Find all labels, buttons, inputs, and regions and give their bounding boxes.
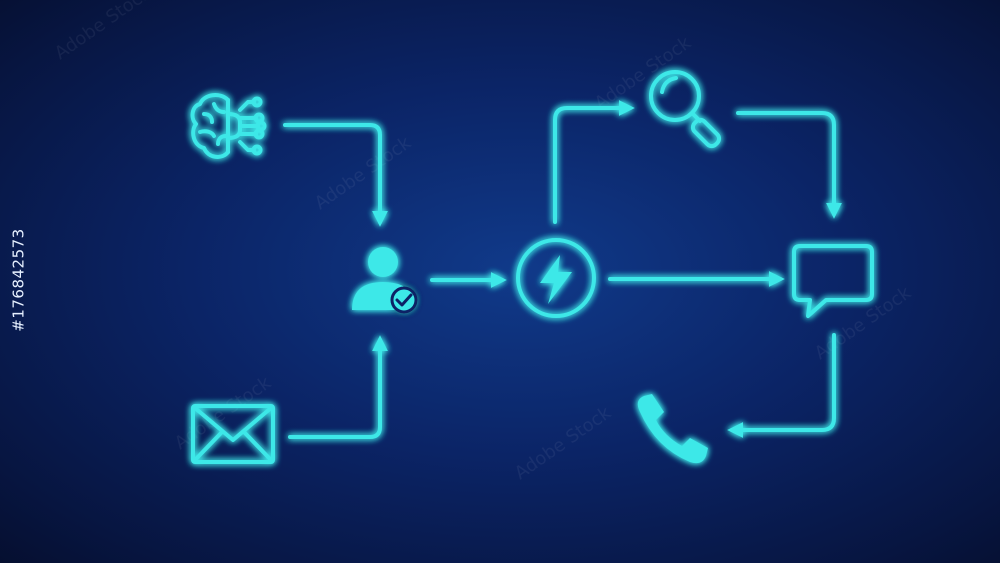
connector-brain-to-user (283, 123, 388, 227)
watermark-text: Adobe Stock (511, 402, 616, 484)
brain-circuit-icon (190, 93, 267, 159)
watermark-text: Adobe Stock (811, 282, 916, 364)
watermark-text: Adobe Stock (311, 132, 416, 214)
user-check-icon (352, 247, 418, 314)
magnifier-icon (649, 70, 722, 149)
connector-mail-to-user (288, 335, 388, 439)
stock-id-text: #176842573 (10, 228, 28, 332)
lightning-bolt-icon (516, 238, 596, 318)
phone-handset-icon (637, 394, 708, 464)
stock-id-watermark: #176842573 (4, 110, 34, 450)
watermark-pattern: Adobe Stock Adobe Stock Adobe Stock Adob… (51, 0, 916, 484)
watermark-text: Adobe Stock (51, 0, 156, 64)
watermark-text: Adobe Stock (171, 372, 276, 454)
connector-chat-to-phone (727, 333, 836, 438)
chat-bubble-icon (792, 244, 874, 318)
envelope-icon (191, 404, 275, 464)
connector-power-to-search (553, 100, 635, 224)
connector-search-to-chat (736, 111, 842, 219)
